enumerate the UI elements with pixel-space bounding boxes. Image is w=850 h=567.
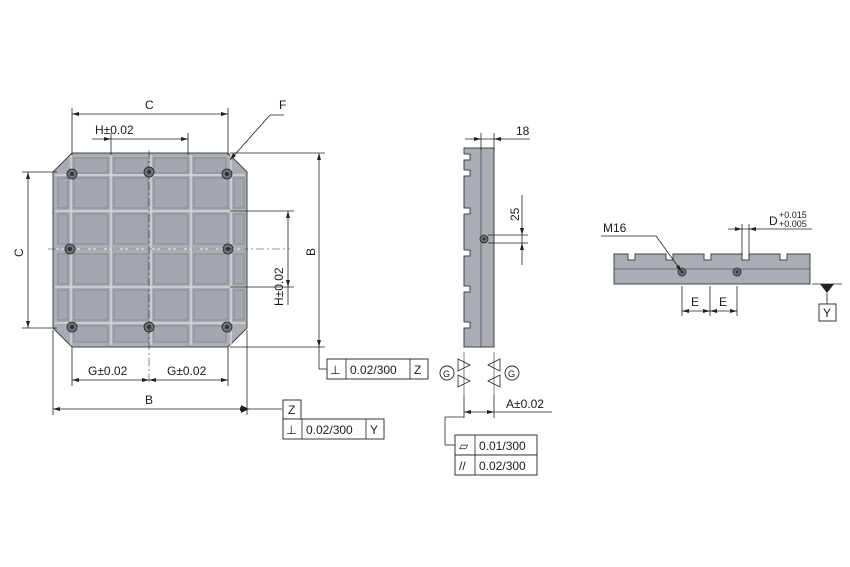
end-view-plate bbox=[613, 253, 811, 285]
dim-e-left: E bbox=[691, 295, 699, 309]
front-view-plate bbox=[48, 150, 290, 385]
dim-25: 25 bbox=[508, 207, 522, 221]
datum-z: Z bbox=[288, 403, 295, 417]
fcf-perpendicularity-z: ⊥ 0.02/300 Z bbox=[318, 347, 429, 380]
dim-e-right: E bbox=[719, 295, 727, 309]
fcf-z-symbol: ⊥ bbox=[330, 363, 340, 377]
fcf-flatness-parallelism: ⏥ 0.01/300 // 0.02/300 bbox=[454, 434, 538, 476]
label-f: F bbox=[279, 98, 286, 112]
dim-c-left: C bbox=[12, 248, 26, 257]
fcf-flat-value: 0.01/300 bbox=[479, 439, 526, 453]
fcf-y-symbol: ⊥ bbox=[286, 423, 296, 437]
g-circle-left: G bbox=[443, 369, 450, 379]
dim-d-upper: +0.015 bbox=[779, 210, 807, 220]
dim-b-bottom: B bbox=[145, 393, 153, 407]
side-view-dimensions: 18 25 G G A±0.02 bbox=[439, 124, 552, 446]
dim-d-lower: +0.005 bbox=[779, 219, 807, 229]
label-m16: M16 bbox=[603, 221, 627, 235]
front-view-dimensions: C H±0.02 F C B H±0.02 bbox=[12, 98, 325, 415]
dim-a: A±0.02 bbox=[506, 397, 544, 411]
dim-18: 18 bbox=[516, 124, 530, 138]
fcf-y-value: 0.02/300 bbox=[306, 423, 353, 437]
fcf-perpendicularity-y: Z ⊥ 0.02/300 Y bbox=[282, 399, 385, 440]
dim-g-left: G±0.02 bbox=[88, 364, 128, 378]
dim-h-vert: H±0.02 bbox=[272, 267, 286, 306]
t-slot-grooves bbox=[55, 155, 245, 345]
datum-y: Y bbox=[823, 306, 831, 320]
end-view-dimensions: M16 D +0.015 +0.005 E E Y bbox=[601, 210, 842, 322]
fcf-parallel-symbol: // bbox=[459, 459, 466, 473]
dim-c-top: C bbox=[145, 98, 154, 112]
mounting-holes bbox=[64, 166, 234, 333]
dim-d: D bbox=[769, 214, 778, 228]
fcf-z-value: 0.02/300 bbox=[350, 363, 397, 377]
fcf-parallel-value: 0.02/300 bbox=[479, 459, 526, 473]
side-view-plate bbox=[463, 147, 495, 348]
fcf-flat-symbol: ⏥ bbox=[459, 439, 469, 453]
plate-cells bbox=[57, 157, 245, 343]
fcf-z-datum: Z bbox=[414, 363, 421, 377]
dim-h-top: H±0.02 bbox=[95, 123, 134, 137]
fcf-y-datum: Y bbox=[370, 423, 378, 437]
dim-b-right: B bbox=[304, 248, 318, 256]
g-circle-right: G bbox=[508, 369, 515, 379]
dim-g-right: G±0.02 bbox=[167, 364, 207, 378]
